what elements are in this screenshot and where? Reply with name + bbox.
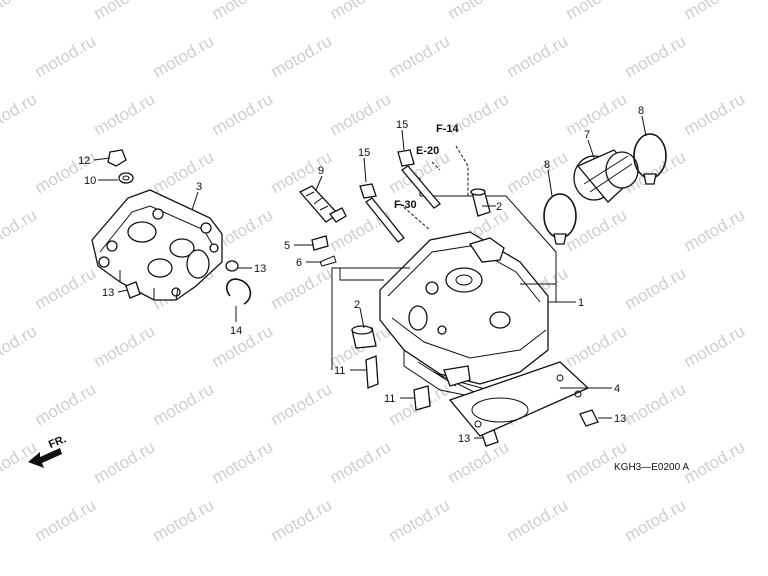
callout-7: 7: [584, 129, 590, 141]
front-arrow-icon: [28, 448, 62, 468]
callout-13-cover-right: 13: [254, 263, 266, 275]
watermark-text: motod.ru: [32, 263, 100, 313]
watermark-text: motod.ru: [268, 147, 336, 197]
callout-12: 12: [78, 155, 90, 167]
front-label: FR.: [47, 433, 68, 451]
watermark-text: motod.ru: [150, 147, 218, 197]
watermark-text: motod.ru: [0, 205, 40, 255]
watermark-text: motod.ru: [150, 31, 218, 81]
watermark-text: motod.ru: [622, 31, 690, 81]
watermark-text: motod.ru: [150, 495, 218, 545]
callout-13-cover-left: 13: [102, 287, 114, 299]
cylinder-head-part: [379, 231, 549, 399]
callout-10: 10: [84, 175, 96, 187]
watermark-text: motod.ru: [681, 321, 749, 371]
insulator-part: [573, 149, 639, 203]
watermark-text: motod.ru: [0, 0, 40, 23]
watermark-text: motod.ru: [327, 89, 395, 139]
retaining-clip-part: [225, 278, 252, 305]
watermark-text: motod.ru: [504, 147, 572, 197]
watermark-text: motod.ru: [91, 0, 159, 23]
small-pins-part: [311, 235, 337, 267]
watermark-text: motod.ru: [150, 379, 218, 429]
watermark-text: motod.ru: [268, 31, 336, 81]
watermark-text: motod.ru: [327, 437, 395, 487]
watermark-text: motod.ru: [32, 495, 100, 545]
watermark-text: motod.ru: [0, 321, 40, 371]
valve-guide-part: [351, 188, 491, 349]
callout-14: 14: [230, 325, 242, 337]
reference-f30: F-30: [394, 199, 417, 211]
callout-15-right: 15: [396, 119, 408, 131]
section-references: F-14 E-20 F-30: [394, 123, 460, 211]
cover-bolt-part: [107, 149, 134, 184]
watermark-text: motod.ru: [681, 205, 749, 255]
watermark-text: motod.ru: [91, 437, 159, 487]
watermark-text: motod.ru: [0, 89, 40, 139]
watermark-text: motod.ru: [386, 31, 454, 81]
callout-1: 1: [578, 297, 584, 309]
watermark-text: motod.ru: [563, 0, 631, 23]
callout-9: 9: [318, 165, 324, 177]
watermark-text: motod.ru: [327, 0, 395, 23]
cylinder-head-cover-part: [91, 189, 223, 301]
watermark-text: motod.ru: [681, 89, 749, 139]
watermark-text: motod.ru: [445, 437, 513, 487]
callout-11-right: 11: [384, 393, 395, 405]
spark-plug-part: [298, 185, 347, 223]
callout-2-upper: 2: [496, 201, 502, 213]
callout-11-left: 11: [334, 365, 345, 377]
watermark-text: motod.ru: [563, 89, 631, 139]
stud-bolt-part: [365, 355, 431, 411]
watermark-text: motod.ru: [91, 321, 159, 371]
callout-15-left: 15: [358, 147, 370, 159]
watermark-text: motod.ru: [622, 379, 690, 429]
watermark-text: motod.ru: [504, 31, 572, 81]
watermark-text: motod.ru: [209, 89, 277, 139]
watermark-text: motod.ru: [32, 379, 100, 429]
reference-f14: F-14: [436, 123, 460, 135]
watermark-text: motod.ru: [504, 495, 572, 545]
callout-5: 5: [284, 240, 290, 252]
callout-numbers: 1 2 2 3 4 5 6 7 8 8 9 10 11 11 12 13 13 …: [78, 105, 644, 445]
watermark-text: motod.ru: [209, 437, 277, 487]
callout-4: 4: [614, 383, 620, 395]
watermark-text: motod.ru: [268, 263, 336, 313]
watermark-text: motod.ru: [563, 321, 631, 371]
watermark-text: motod.ru: [622, 263, 690, 313]
callout-2-lower: 2: [354, 299, 360, 311]
callout-8-right: 8: [638, 105, 644, 117]
watermark-text: motod.ru: [32, 31, 100, 81]
callout-13-gasket-right: 13: [614, 413, 626, 425]
watermark-text: motod.ru: [209, 321, 277, 371]
watermark-text: motod.ru: [445, 0, 513, 23]
watermark-text: motod.ru: [386, 495, 454, 545]
watermark-text: motod.ru: [681, 437, 749, 487]
watermark-text: motod.ru: [91, 89, 159, 139]
figure-code: KGH3—E0200 A: [614, 462, 689, 473]
callout-leader-lines: [93, 115, 647, 439]
reference-e20: E-20: [416, 145, 439, 157]
insulator-band-part: [543, 133, 667, 245]
callout-6: 6: [296, 257, 302, 269]
callout-3: 3: [196, 181, 202, 193]
watermark-text: motod.ru: [268, 495, 336, 545]
callout-13-gasket-left: 13: [458, 433, 470, 445]
watermark-text: motod.ru: [209, 0, 277, 23]
callout-8-left: 8: [544, 159, 550, 171]
watermark-text: motod.ru: [268, 379, 336, 429]
watermark-text: motod.ru: [681, 0, 749, 23]
watermark-text: motod.ru: [622, 495, 690, 545]
cylinder-stud-bolt-part: [359, 149, 441, 243]
